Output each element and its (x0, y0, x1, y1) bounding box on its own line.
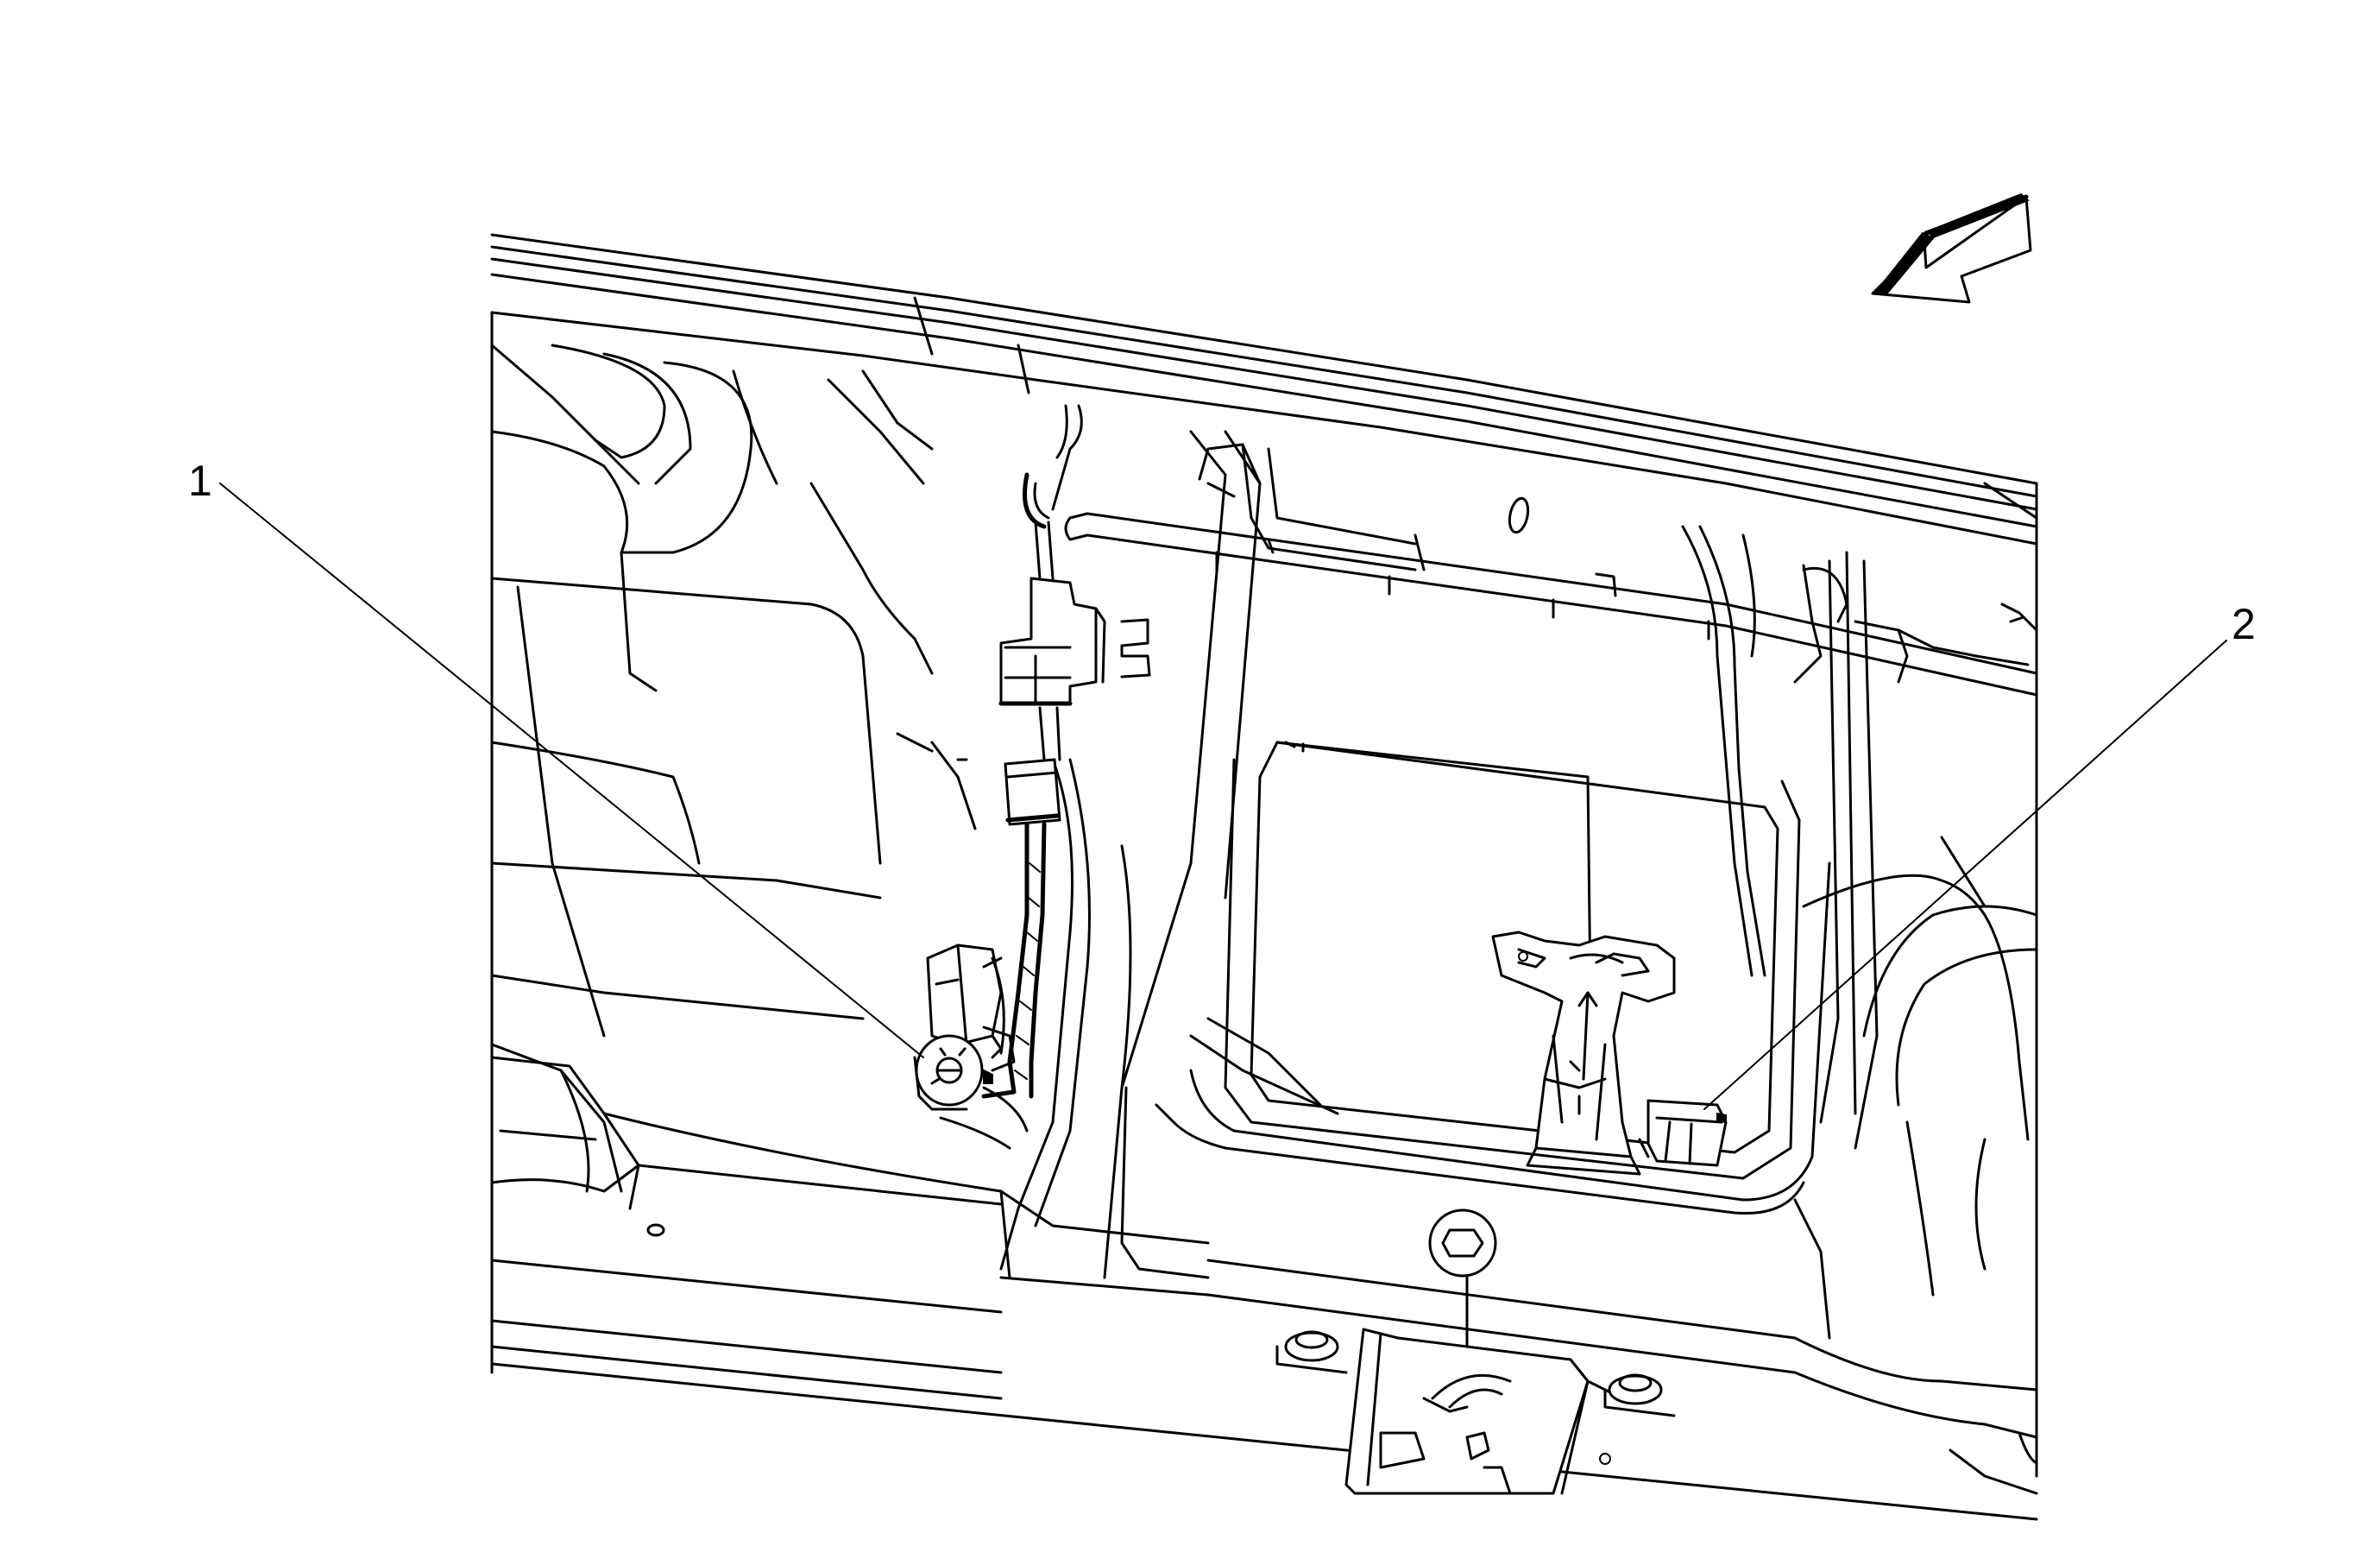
release-handle (1491, 931, 1676, 1176)
right-interior-panels (1793, 482, 2038, 1495)
wiring-harness (981, 404, 1151, 1099)
switch-component-2 (1638, 1099, 1728, 1167)
center-opening (1064, 443, 2038, 1215)
upper-trim-lines (490, 233, 2038, 546)
callout-label-2: 2 (2232, 600, 2256, 648)
callout-1: 1 (188, 457, 924, 1058)
left-interior-panels (490, 311, 977, 1374)
central-pillar (999, 430, 1262, 1279)
latch-assembly (1206, 1208, 2038, 1521)
callout-2: 2 (1703, 600, 2256, 1110)
callout-label-1: 1 (188, 457, 212, 505)
direction-arrow-icon (1871, 192, 2032, 304)
actuator-motor-component-1 (913, 943, 1029, 1150)
lower-sill (490, 1056, 1348, 1452)
